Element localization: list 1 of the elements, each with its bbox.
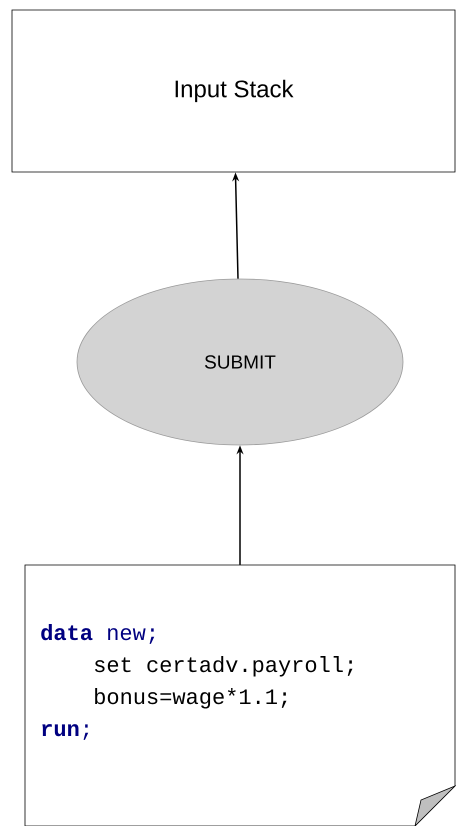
process-box: Input Stack — [12, 10, 456, 172]
